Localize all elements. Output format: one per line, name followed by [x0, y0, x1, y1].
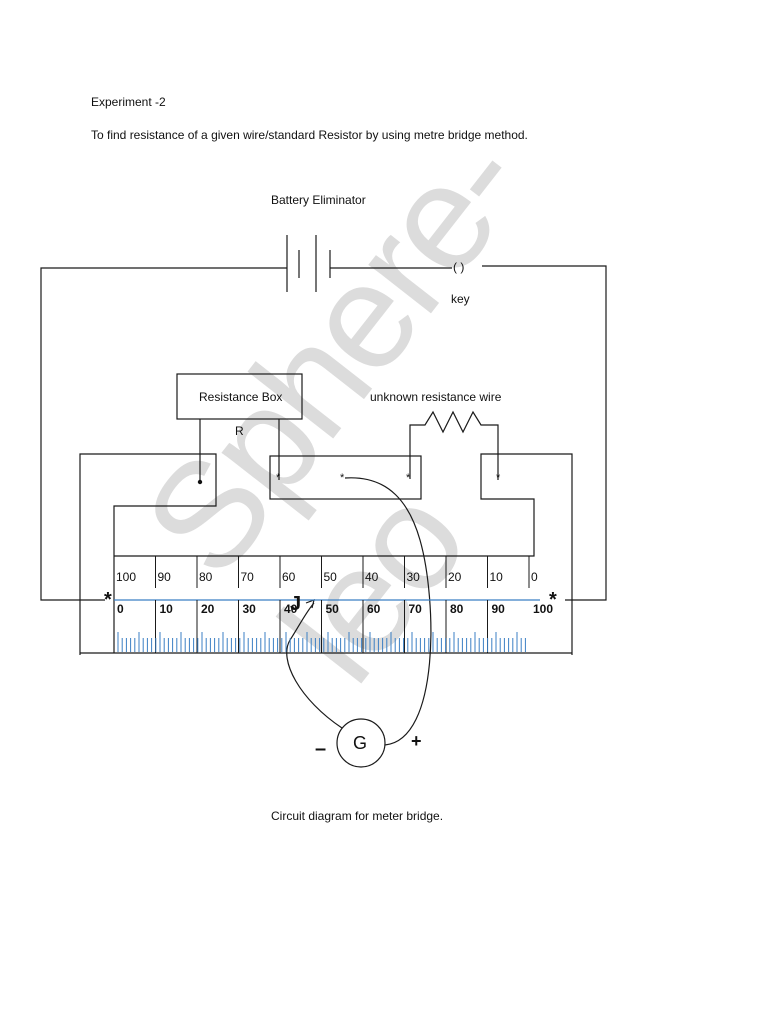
bottom-scale-label: 60 [367, 602, 381, 616]
jockey-wire [286, 602, 343, 729]
terminal-star-1: * [276, 472, 281, 484]
battery-label: Battery Eliminator [271, 193, 366, 207]
top-scale-label: 100 [116, 570, 136, 584]
top-scale-label: 0 [531, 570, 538, 584]
right-end-terminal: * [549, 589, 557, 611]
key-symbol: ( ) [453, 260, 465, 274]
galvanometer-label: G [353, 733, 368, 753]
top-scale-label: 50 [324, 570, 338, 584]
bottom-scale-label: 70 [409, 602, 423, 616]
top-scale-label: 80 [199, 570, 213, 584]
terminal-star-2: * [340, 472, 345, 484]
middle-strip [269, 455, 422, 500]
top-scale-label: 20 [448, 570, 462, 584]
top-scale-label: 90 [158, 570, 172, 584]
bottom-scale-label: 20 [201, 602, 215, 616]
jockey-label: J [290, 593, 302, 615]
top-scale-label: 40 [365, 570, 379, 584]
bottom-scale-label: 50 [326, 602, 340, 616]
unknown-resistor [409, 410, 499, 480]
galvanometer [336, 718, 386, 768]
bottom-scale-label: 100 [533, 602, 553, 616]
plus-sign: + [411, 731, 422, 751]
terminal-dot-left [197, 479, 203, 485]
unknown-wire-label: unknown resistance wire [370, 390, 502, 404]
circuit-wires [40, 235, 607, 768]
top-scale-label: 60 [282, 570, 296, 584]
resistance-box-label: Resistance Box [199, 390, 283, 404]
right-strip [114, 453, 573, 655]
left-wire [40, 267, 287, 601]
experiment-title: Experiment -2 [91, 95, 166, 109]
aim-text: To find resistance of a given wire/stand… [91, 128, 528, 142]
key-label: key [451, 292, 470, 306]
bottom-scale-labels: 0 10 20 30 40 50 60 70 80 90 100 [117, 602, 553, 616]
bottom-scale-label: 40 [284, 602, 298, 616]
r-label: R [235, 424, 244, 438]
bottom-scale-label: 30 [243, 602, 257, 616]
minor-scale-ticks [117, 632, 526, 652]
bottom-scale-label: 90 [492, 602, 506, 616]
terminal-star-4: * [496, 472, 501, 484]
left-end-terminal: * [104, 589, 112, 611]
caption: Circuit diagram for meter bridge. [271, 809, 444, 823]
top-scale-label: 70 [241, 570, 255, 584]
bottom-scale-label: 10 [160, 602, 174, 616]
left-strip [79, 453, 217, 655]
bottom-scale-label: 0 [117, 602, 124, 616]
top-scale-label: 10 [490, 570, 504, 584]
top-scale-label: 30 [407, 570, 421, 584]
terminal-star-3: * [406, 472, 411, 484]
bottom-scale-label: 80 [450, 602, 464, 616]
jockey-arrow [305, 599, 315, 609]
galvanometer-return-wire [344, 477, 432, 746]
top-scale-ticks [113, 556, 530, 588]
right-wire [482, 265, 607, 601]
resistance-box [176, 373, 303, 420]
minus-sign: – [315, 738, 327, 760]
